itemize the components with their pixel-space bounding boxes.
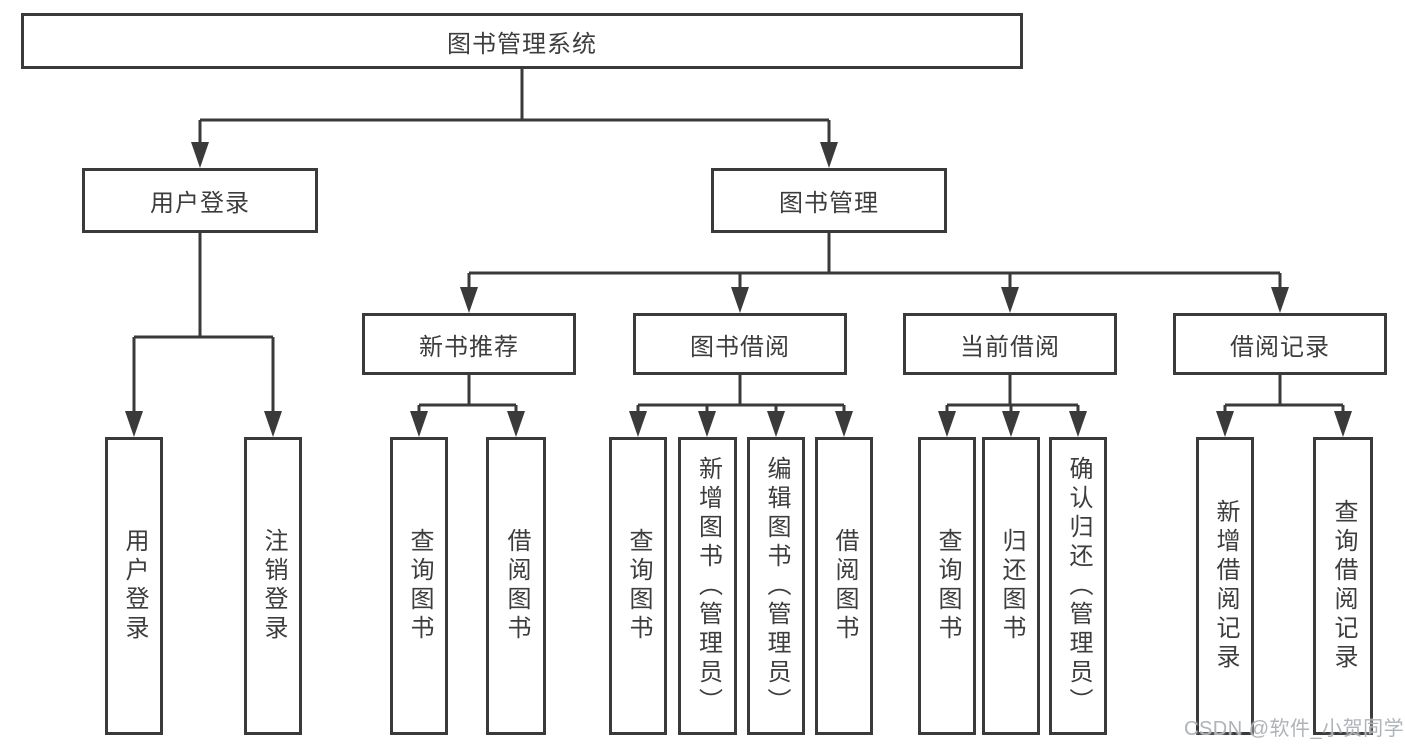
leaf-label: 新增借阅记录: [1212, 499, 1239, 673]
arrow-down-icon: [1271, 287, 1289, 313]
leaf-query-books-3: 查询图书: [918, 437, 976, 735]
leaf-label: 查询借阅记录: [1330, 499, 1357, 673]
leaf-label: 确认归还（管理员）: [1065, 455, 1092, 717]
arrowheads: [125, 142, 1352, 437]
node-root: 图书管理系统: [21, 13, 1023, 69]
leaf-label: 查询图书: [406, 528, 433, 644]
connector-borrow-records-to-leaves: [1223, 375, 1345, 413]
leaf-label: 借阅图书: [831, 528, 858, 644]
node-new-books: 新书推荐: [362, 313, 576, 375]
leaf-borrow-books-1: 借阅图书: [486, 437, 546, 735]
leaf-label: 查询图书: [934, 528, 961, 644]
leaf-logout: 注销登录: [244, 437, 302, 735]
leaf-label: 用户登录: [121, 528, 148, 644]
node-current-borrow: 当前借阅: [903, 313, 1117, 375]
leaf-borrow-books-2: 借阅图书: [815, 437, 873, 735]
leaf-label: 归还图书: [998, 528, 1025, 644]
watermark: CSDN @软件_小贺同学: [1184, 718, 1405, 740]
leaf-label: 借阅图书: [503, 528, 530, 644]
leaf-query-books-2: 查询图书: [609, 437, 667, 735]
arrow-down-icon: [125, 411, 143, 437]
connector-new-books-to-leaves: [417, 375, 518, 413]
connector-root-to-level2: [198, 69, 831, 144]
leaf-label: 注销登录: [260, 528, 287, 644]
arrow-down-icon: [1216, 411, 1234, 437]
arrow-down-icon: [460, 287, 478, 313]
connector-lines: [132, 69, 1345, 413]
arrow-down-icon: [191, 142, 209, 168]
node-book-mgmt: 图书管理: [711, 168, 947, 233]
leaf-label: 查询图书: [625, 528, 652, 644]
connector-book-mgmt-to-level3: [467, 233, 1282, 289]
arrow-down-icon: [698, 411, 716, 437]
leaf-query-books-1: 查询图书: [390, 437, 448, 735]
arrow-down-icon: [410, 411, 428, 437]
arrow-down-icon: [820, 142, 838, 168]
leaf-confirm-return-admin: 确认归还（管理员）: [1049, 437, 1107, 735]
connector-user-login-to-leaves: [132, 233, 275, 413]
node-borrow-records: 借阅记录: [1173, 313, 1387, 375]
arrow-down-icon: [1001, 287, 1019, 313]
leaf-query-borrow-record: 查询借阅记录: [1313, 437, 1373, 735]
connector-current-borrow-to-leaves: [945, 375, 1080, 413]
node-book-borrow: 图书借阅: [633, 313, 847, 375]
leaf-add-books-admin: 新增图书（管理员）: [678, 437, 737, 735]
node-user-login: 用户登录: [82, 168, 318, 233]
arrow-down-icon: [264, 411, 282, 437]
arrow-down-icon: [835, 411, 853, 437]
connector-book-borrow-to-leaves: [636, 375, 846, 413]
arrow-down-icon: [767, 411, 785, 437]
arrow-down-icon: [629, 411, 647, 437]
leaf-label: 编辑图书（管理员）: [763, 455, 790, 717]
leaf-add-borrow-record: 新增借阅记录: [1196, 437, 1254, 735]
arrow-down-icon: [1002, 411, 1020, 437]
leaf-user-login: 用户登录: [105, 437, 163, 735]
arrow-down-icon: [1334, 411, 1352, 437]
leaf-label: 新增图书（管理员）: [694, 455, 722, 717]
arrow-down-icon: [731, 287, 749, 313]
leaf-return-books: 归还图书: [982, 437, 1040, 735]
arrow-down-icon: [938, 411, 956, 437]
arrow-down-icon: [1069, 411, 1087, 437]
leaf-edit-books-admin: 编辑图书（管理员）: [747, 437, 805, 735]
arrow-down-icon: [507, 411, 525, 437]
